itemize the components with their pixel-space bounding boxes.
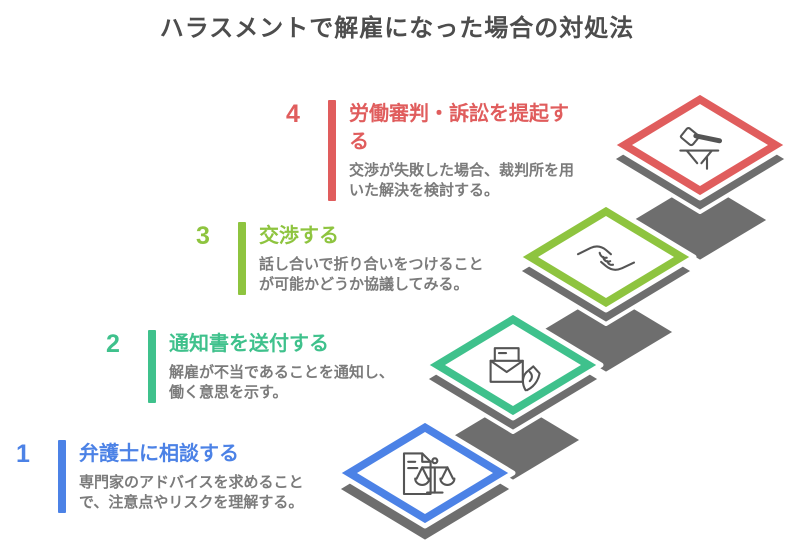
step-title: 通知書を送付する <box>169 333 329 355</box>
handshake-icon <box>576 245 636 271</box>
step-accent-bar <box>58 440 66 513</box>
stair-step-2 <box>422 309 604 484</box>
step-description: 解雇が不当であることを通知し、 働く意思を示す。 <box>169 364 394 401</box>
page-title: ハラスメントで解雇になった場合の対処法 <box>159 15 635 42</box>
stair-step-3 <box>515 201 697 376</box>
stair-step-1 <box>334 417 516 544</box>
step-4: 4 労働審判・訴訟を提起す る 交渉が失敗した場合、裁判所を用 いた解決を検討す… <box>276 100 601 201</box>
step-title: 弁護士に相談する <box>79 443 239 465</box>
step-number: 1 <box>16 440 30 468</box>
step-title: 労働審判・訴訟を提起す る <box>349 103 569 153</box>
step-1: 1 弁護士に相談する 専門家のアドバイスを求めること で、注意点やリスクを理解す… <box>6 440 331 513</box>
step-number: 4 <box>286 100 300 128</box>
document-scales-icon <box>402 452 456 496</box>
step-accent-bar <box>148 330 156 403</box>
step-accent-bar <box>238 222 246 295</box>
gavel-icon <box>679 127 723 170</box>
step-description: 話し合いで折り合いをつけること が可能かどうか協議してみる。 <box>259 256 484 293</box>
step-2: 2 通知書を送付する 解雇が不当であることを通知し、 働く意思を示す。 <box>96 330 421 403</box>
step-description: 専門家のアドバイスを求めること で、注意点やリスクを理解する。 <box>79 474 304 511</box>
step-accent-bar <box>328 100 336 201</box>
step-3: 3 交渉する 話し合いで折り合いをつけること が可能かどうか協議してみる。 <box>186 222 511 295</box>
step-description: 交渉が失敗した場合、裁判所を用 いた解決を検討する。 <box>349 162 575 199</box>
step-number: 2 <box>106 330 120 358</box>
letter-in-hand-icon <box>489 347 541 392</box>
step-number: 3 <box>196 222 210 250</box>
step-title: 交渉する <box>259 225 339 247</box>
